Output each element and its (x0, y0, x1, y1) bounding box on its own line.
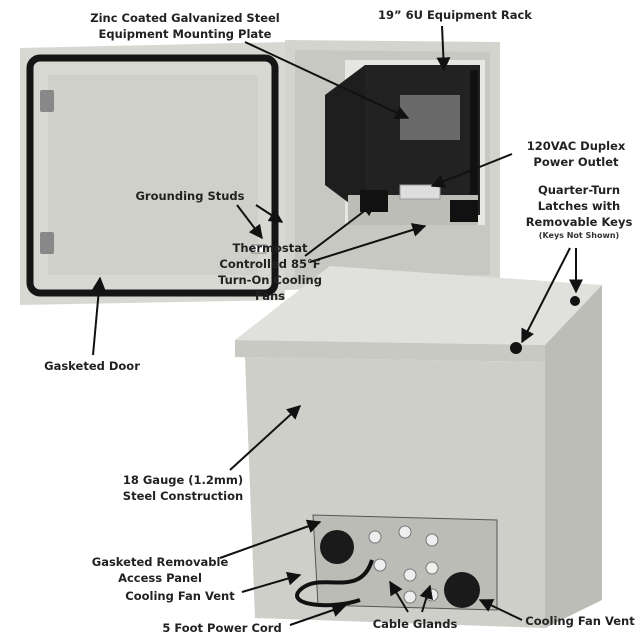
callout-text: 19” 6U Equipment Rack (378, 8, 532, 22)
callout-rack: 19” 6U Equipment Rack (378, 7, 532, 23)
callout-power-cord: 5 Foot Power Cord (162, 620, 281, 636)
cable-glands (368, 525, 439, 604)
callout-latches: Quarter-Turn Latches with Removable Keys… (526, 182, 633, 241)
cooling-fan (450, 200, 478, 222)
power-outlet (399, 184, 441, 200)
callout-note: (Keys Not Shown) (538, 231, 620, 240)
callout-text: Gasketed Removable (91, 555, 229, 569)
callout-text: Steel Construction (122, 489, 244, 503)
rack-side (325, 65, 365, 215)
callout-mounting-plate: Zinc Coated Galvanized Steel Equipment M… (90, 10, 280, 42)
fan-vent-left (320, 530, 354, 564)
callout-text: Thermostat (232, 241, 308, 255)
latch (570, 296, 580, 306)
callout-text: Access Panel (118, 571, 202, 585)
callout-door: Gasketed Door (44, 358, 140, 374)
open-enclosure (20, 40, 500, 305)
door-gasket (26, 54, 279, 297)
callout-text: Controlled 85°F (219, 257, 321, 271)
callout-text: Zinc Coated Galvanized Steel (90, 11, 280, 25)
callout-cable-glands: Cable Glands (373, 616, 458, 632)
callout-text: Cable Glands (372, 617, 458, 631)
callout-text: Latches with (537, 199, 621, 213)
callout-fan-vent-left: Cooling Fan Vent (125, 588, 234, 604)
callout-text: Power Outlet (533, 155, 619, 169)
closed-enclosure (235, 266, 602, 628)
callout-text: 5 Foot Power Cord (162, 621, 282, 635)
callout-fans: Thermostat Controlled 85°F Turn-On Cooli… (218, 240, 322, 304)
latch (510, 342, 522, 354)
callout-text: Grounding Studs (135, 189, 245, 203)
callout-text: 120VAC Duplex (526, 139, 626, 153)
callout-text: Turn-On Cooling (218, 273, 322, 287)
callout-arrows (91, 25, 583, 626)
callout-fan-vent-right: Cooling Fan Vent (525, 613, 634, 629)
callout-access-panel: Gasketed Removable Access Panel (92, 554, 228, 586)
callout-grounding: Grounding Studs (135, 188, 244, 204)
fan-vent-right (444, 572, 480, 608)
cooling-fan (360, 190, 388, 212)
callout-text: Cooling Fan Vent (125, 589, 235, 603)
callout-text: Fans (255, 289, 285, 303)
enclosure-side (545, 285, 602, 628)
callout-text: Quarter-Turn (537, 183, 621, 197)
callout-power-outlet: 120VAC Duplex Power Outlet (527, 138, 626, 170)
callout-steel: 18 Gauge (1.2mm) Steel Construction (123, 472, 243, 504)
callout-text: Equipment Mounting Plate (98, 27, 272, 41)
enclosure-top (235, 266, 602, 345)
callout-text: Removable Keys (525, 215, 633, 229)
power-cord (295, 559, 374, 608)
callout-text: Cooling Fan Vent (525, 614, 635, 628)
mounting-plate-window (400, 95, 460, 140)
callout-text: 18 Gauge (1.2mm) (122, 473, 244, 487)
callout-text: Gasketed Door (44, 359, 140, 373)
